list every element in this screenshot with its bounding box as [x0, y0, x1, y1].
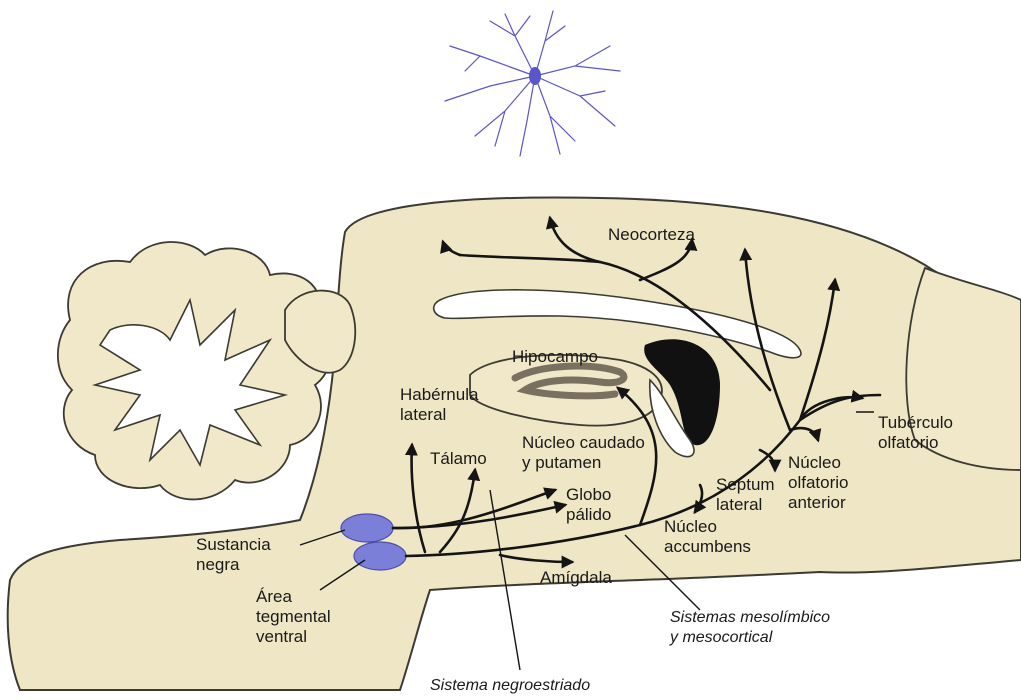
label-hipocampo: Hipocampo: [512, 347, 598, 366]
label-tuberculo-2: olfatorio: [878, 433, 938, 452]
cerebellum: [58, 242, 333, 499]
label-nucleo-olfatorio-3: anterior: [788, 493, 846, 512]
label-tuberculo-1: Tubérculo: [878, 413, 953, 432]
label-negroestriado: Sistema negroestriado: [430, 677, 590, 694]
label-sustancia-1: Sustancia: [196, 535, 271, 554]
label-caudado-2: y putamen: [522, 453, 601, 472]
label-talamo: Tálamo: [430, 449, 487, 468]
label-amigdala: Amígdala: [540, 568, 612, 587]
label-habernula-1: Habérnula: [400, 385, 479, 404]
label-nucleo-olfatorio-2: olfatorio: [788, 473, 848, 492]
label-habernula-2: lateral: [400, 405, 446, 424]
label-accumbens-2: accumbens: [664, 537, 751, 556]
neuron-icon: [435, 6, 635, 156]
label-globo-1: Globo: [566, 485, 611, 504]
label-nucleo-olfatorio-1: Núcleo: [788, 453, 841, 472]
substantia-nigra-nucleus: [341, 514, 393, 542]
label-neocorteza: Neocorteza: [608, 225, 695, 244]
label-area-2: tegmental: [256, 607, 331, 626]
label-septum-1: Septum: [716, 475, 775, 494]
label-mesolimbico-1: Sistemas mesolímbico: [670, 609, 830, 626]
label-accumbens-1: Núcleo: [664, 517, 717, 536]
label-sustancia-2: negra: [196, 555, 240, 574]
label-area-3: ventral: [256, 627, 307, 646]
label-septum-2: lateral: [716, 495, 762, 514]
label-mesolimbico-2: y mesocortical: [669, 629, 773, 646]
label-area-1: Área: [256, 587, 292, 606]
label-globo-2: pálido: [566, 505, 611, 524]
label-caudado-1: Núcleo caudado: [522, 433, 645, 452]
vta-nucleus: [354, 542, 406, 570]
